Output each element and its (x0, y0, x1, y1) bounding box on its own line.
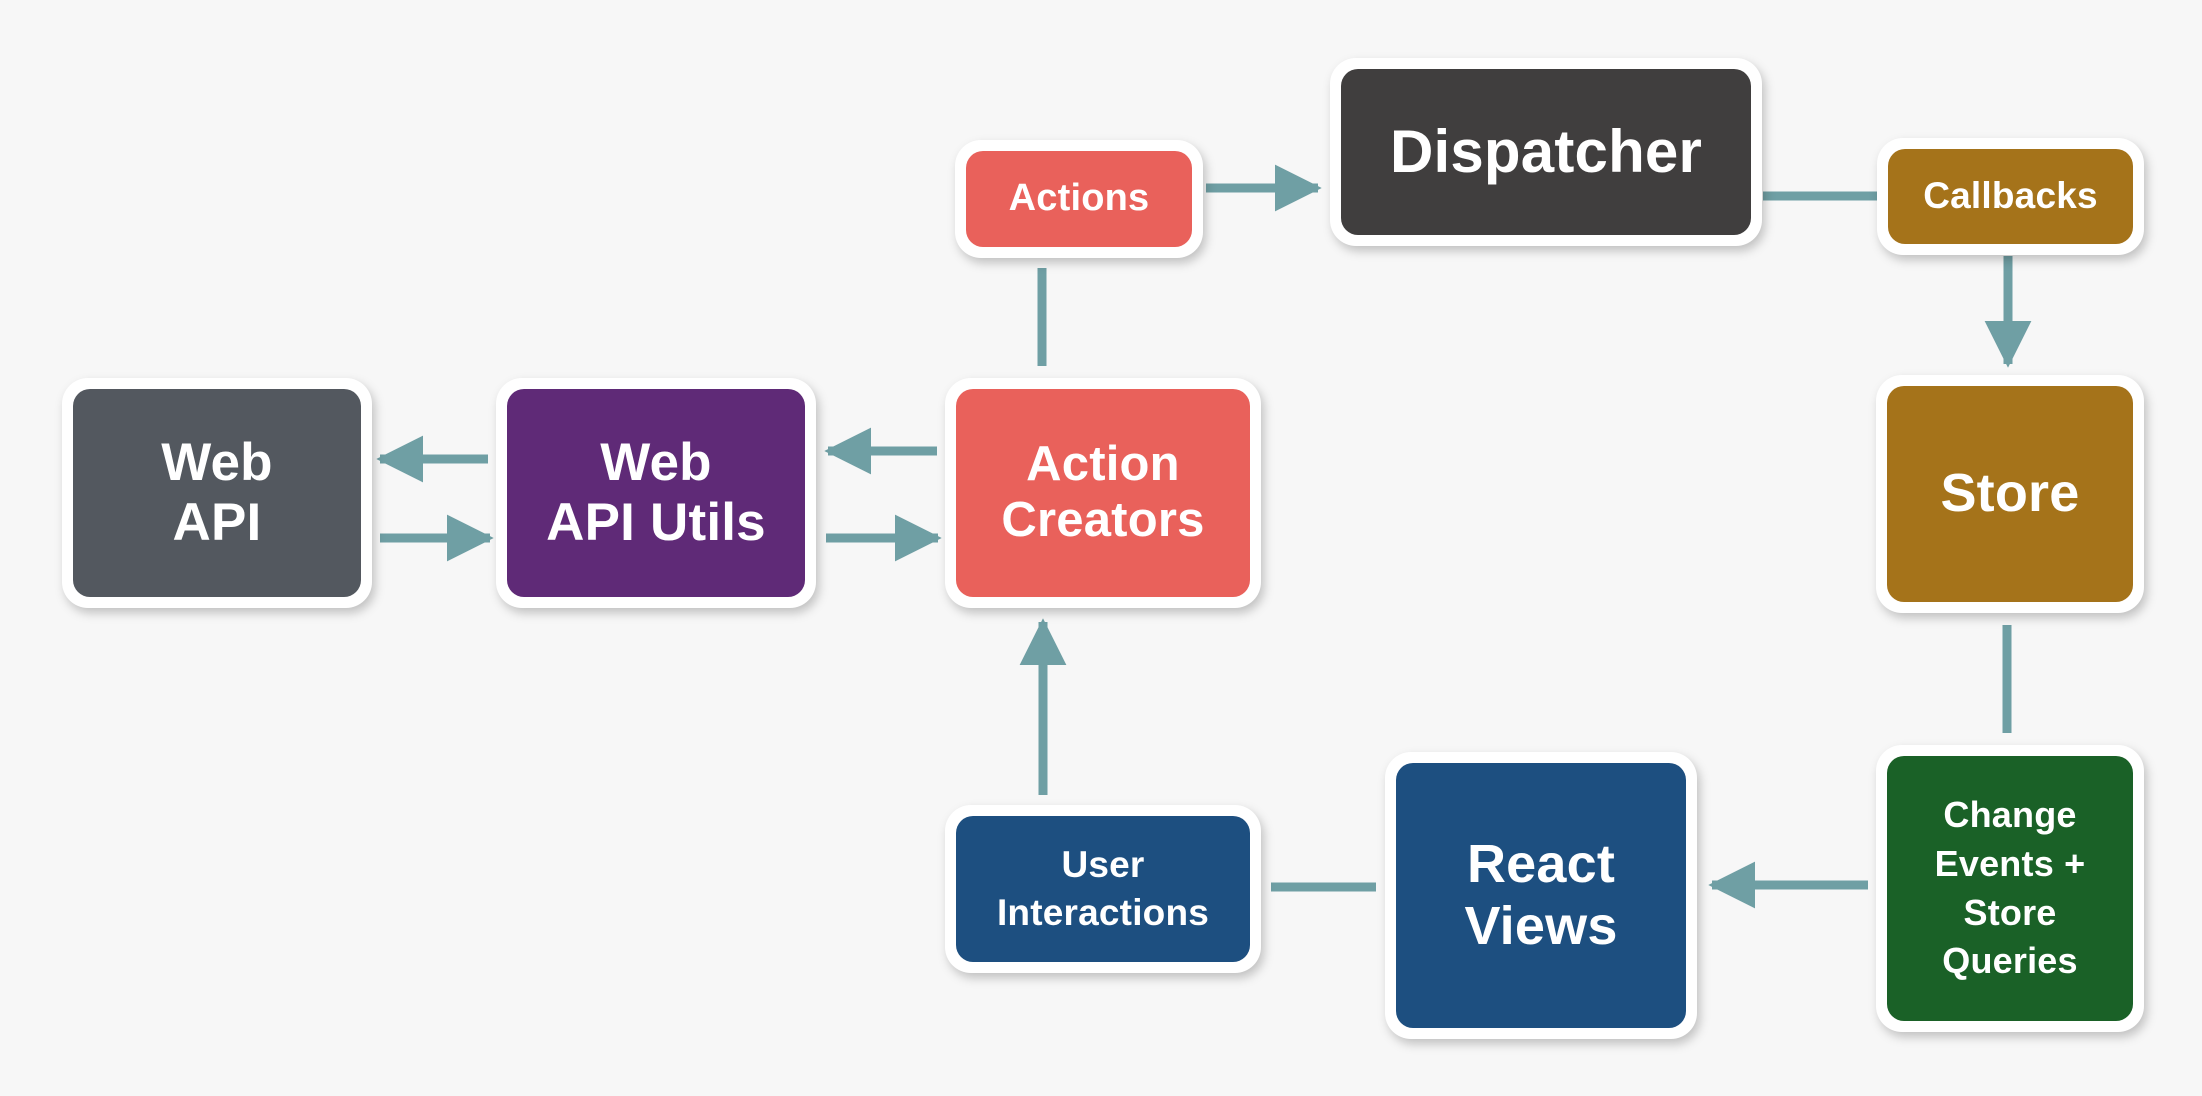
node-user-interactions-label: User Interactions (996, 843, 1210, 933)
node-web-api[interactable]: Web API (62, 378, 372, 608)
node-change-events-fill: Change Events + Store Queries (1887, 756, 2133, 1021)
node-actions[interactable]: Actions (955, 140, 1203, 258)
node-change-events-label: Change Events + Store Queries (1934, 794, 2086, 982)
node-action-creators-fill: Action Creators (956, 389, 1250, 597)
node-store-label: Store (1940, 463, 2080, 524)
node-web-api-utils-fill: Web API Utils (507, 389, 805, 597)
node-dispatcher-label: Dispatcher (1389, 117, 1703, 185)
node-store[interactable]: Store (1876, 375, 2144, 613)
node-web-api-label: Web API (161, 432, 273, 552)
node-action-creators[interactable]: Action Creators (945, 378, 1261, 608)
node-change-events[interactable]: Change Events + Store Queries (1876, 745, 2144, 1032)
node-action-creators-label: Action Creators (1001, 437, 1205, 547)
node-dispatcher[interactable]: Dispatcher (1330, 58, 1762, 246)
node-callbacks-fill: Callbacks (1888, 149, 2133, 244)
node-actions-label: Actions (1008, 177, 1150, 220)
node-react-views-fill: React Views (1396, 763, 1686, 1028)
node-react-views[interactable]: React Views (1385, 752, 1697, 1039)
node-web-api-fill: Web API (73, 389, 361, 597)
node-web-api-utils-label: Web API Utils (546, 432, 766, 552)
node-user-interactions-fill: User Interactions (956, 816, 1250, 962)
node-user-interactions[interactable]: User Interactions (945, 805, 1261, 973)
node-callbacks[interactable]: Callbacks (1877, 138, 2144, 255)
node-store-fill: Store (1887, 386, 2133, 602)
node-actions-fill: Actions (966, 151, 1192, 247)
node-dispatcher-fill: Dispatcher (1341, 69, 1751, 235)
node-web-api-utils[interactable]: Web API Utils (496, 378, 816, 608)
node-callbacks-label: Callbacks (1923, 175, 2098, 217)
node-react-views-label: React Views (1464, 833, 1618, 956)
